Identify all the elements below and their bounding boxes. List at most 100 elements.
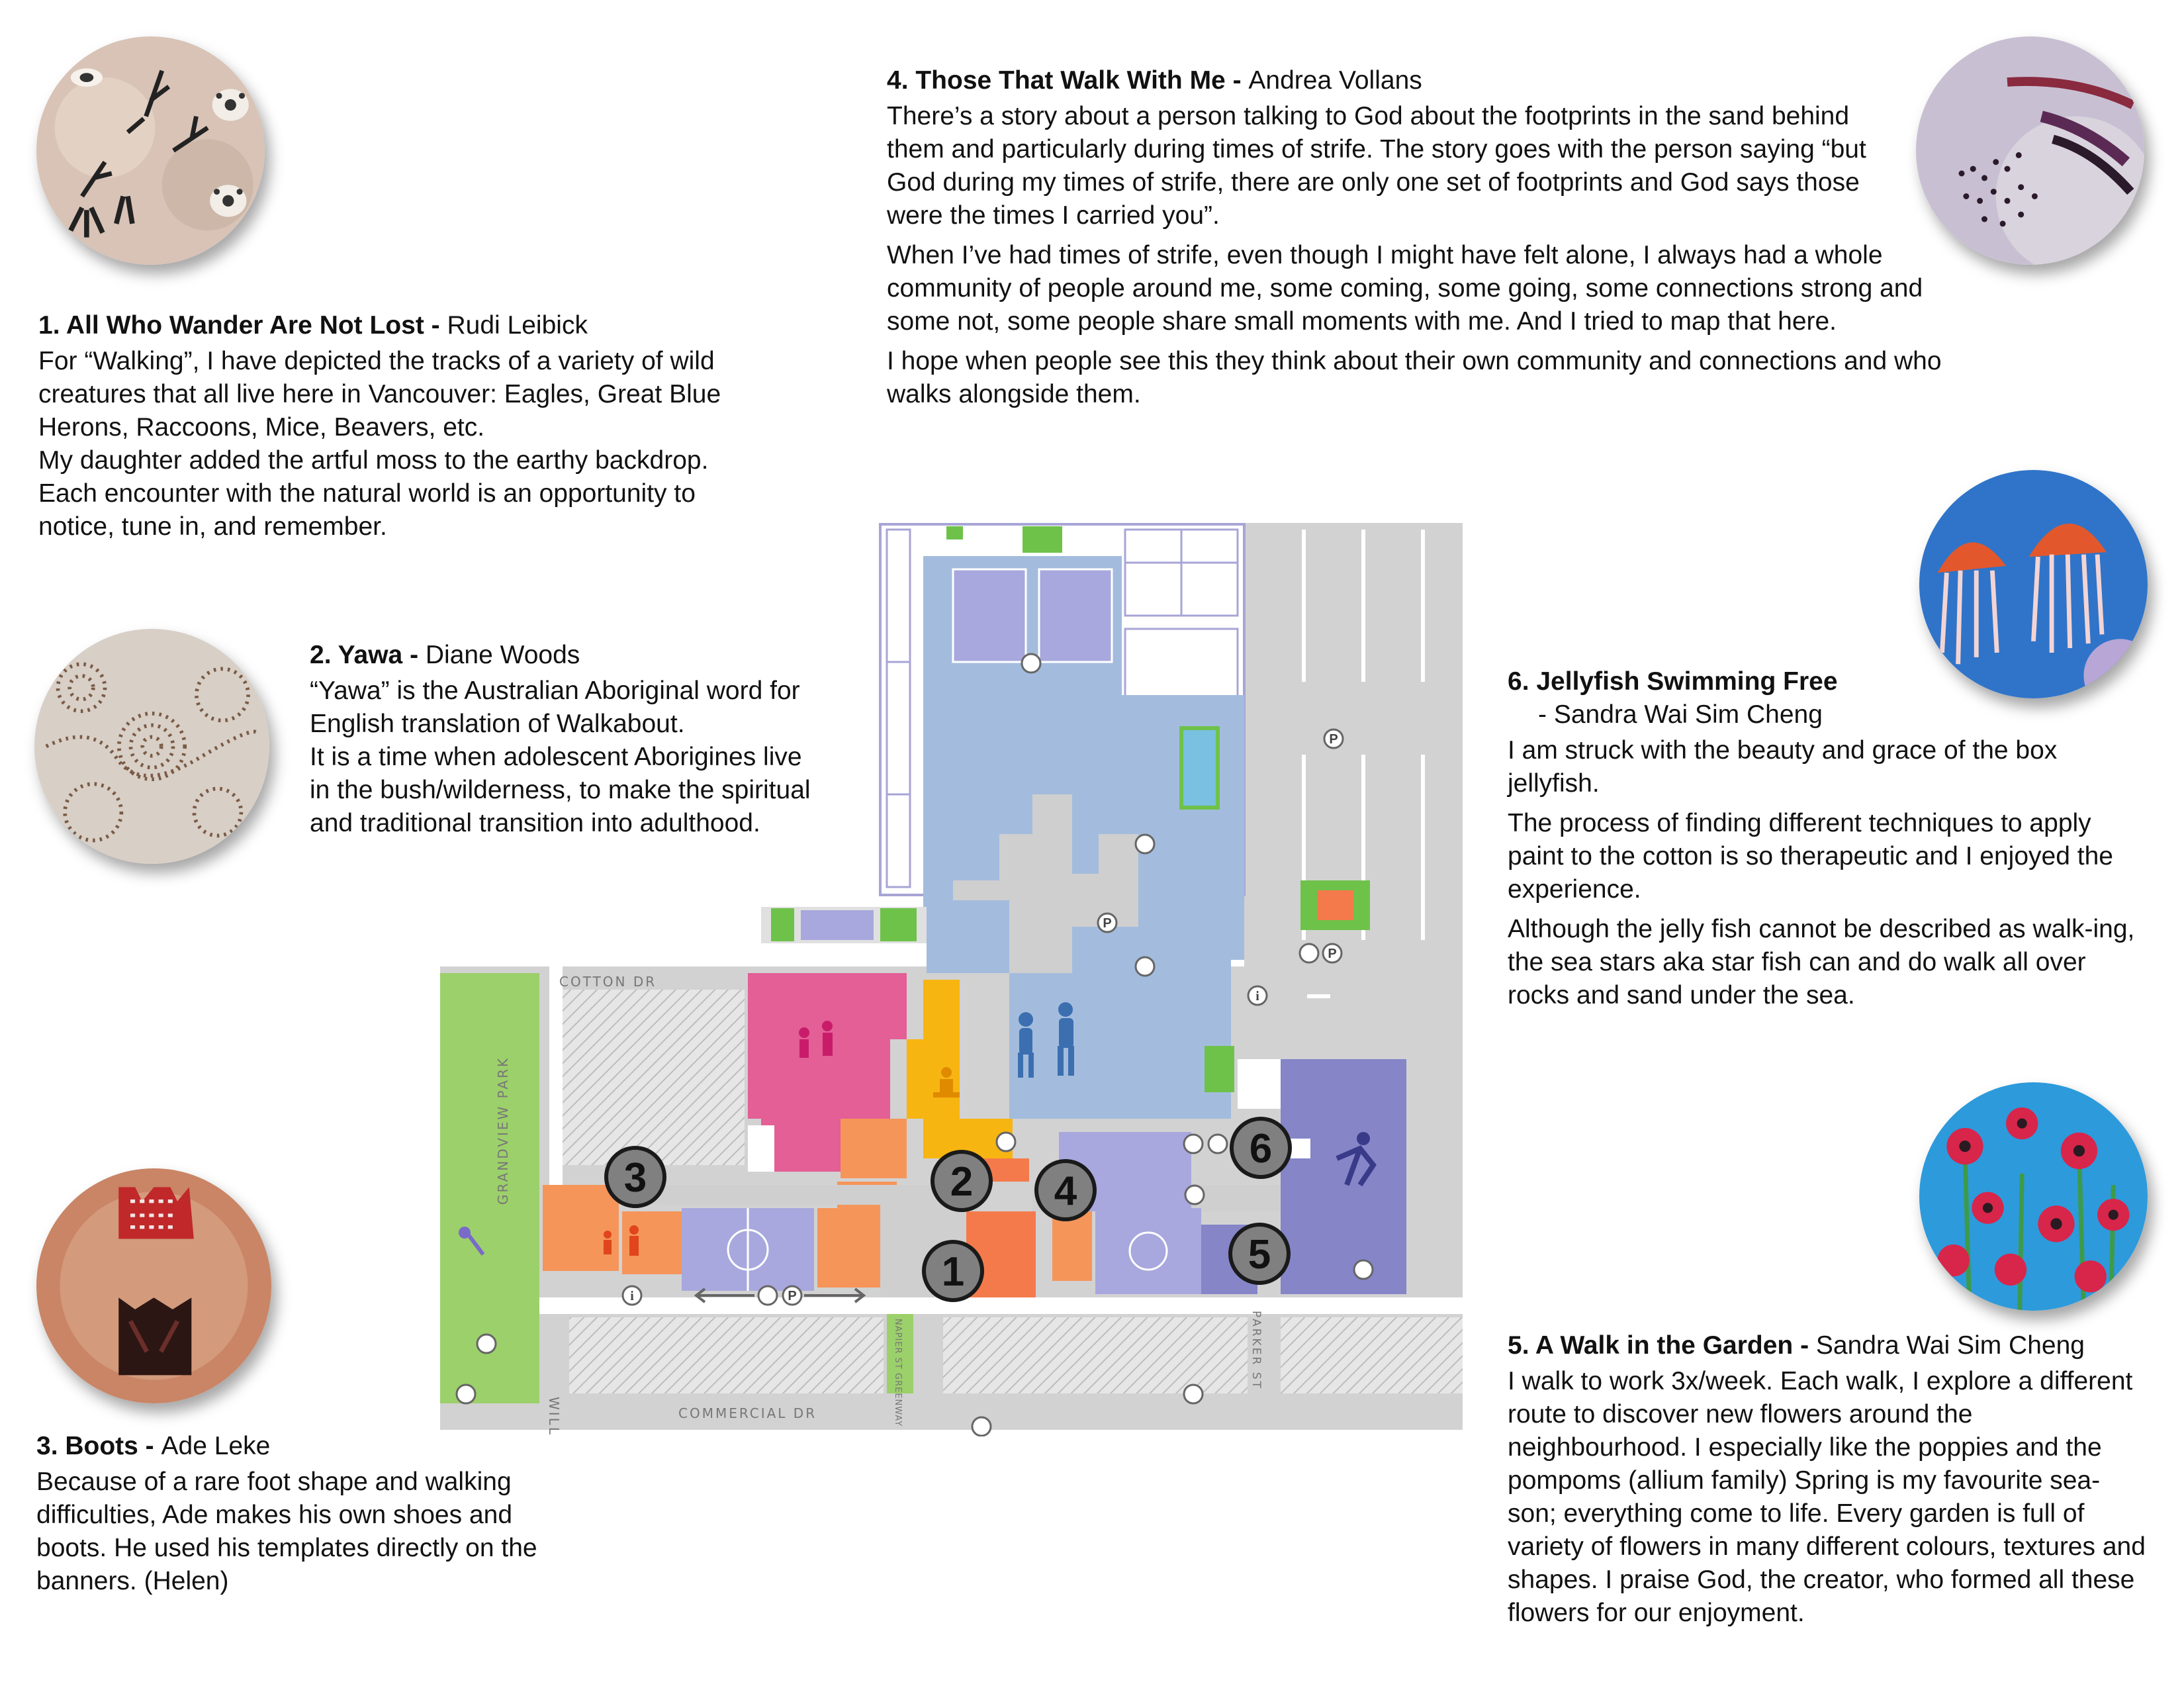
svg-text:6: 6 — [1250, 1126, 1272, 1172]
washroom-icon — [1184, 1184, 1205, 1205]
artwork-5-artist: Sandra Wai Sim Cheng — [1815, 1331, 2085, 1360]
washroom-icon — [995, 1131, 1017, 1152]
hatched-area — [943, 1317, 1248, 1393]
artwork-6-paragraph: Although the jelly fish cannot be descri… — [1508, 915, 2135, 1009]
accessible-icon — [1298, 943, 1320, 964]
artwork-4-title: 4. Those That Walk With Me - Andrea Voll… — [887, 64, 1946, 97]
artwork-marker-4[interactable]: 4 — [1034, 1159, 1097, 1221]
artwork-6-title: 6. Jellyfish Swimming Free — [1508, 665, 2143, 698]
bus-stop-icon — [455, 1383, 477, 1405]
artwork-marker-2[interactable]: 2 — [931, 1150, 993, 1212]
washroom-icon — [1134, 833, 1156, 855]
footprints-artwork-thumbnail — [1916, 36, 2144, 265]
animal-tracks-artwork-thumbnail — [36, 36, 265, 265]
svg-text:P: P — [1329, 732, 1338, 747]
jellyfish-artwork-thumbnail — [1919, 470, 2148, 698]
street-label-grandview-park: GRANDVIEW PARK — [495, 1056, 511, 1205]
washroom-icon — [1207, 1133, 1228, 1154]
washroom-icon — [1353, 1259, 1374, 1280]
artwork-1-paragraph: For “Walking”, I have depicted the track… — [38, 347, 721, 442]
accessible-icon — [757, 1285, 778, 1306]
skater-icon — [1336, 1132, 1377, 1187]
bus-stop-icon — [971, 1416, 992, 1436]
svg-text:i: i — [1255, 989, 1259, 1004]
artwork-4-paragraph: There’s a story about a person talking t… — [887, 102, 1866, 230]
artwork-4-artist: Andrea Vollans — [1248, 66, 1422, 95]
artwork-5-paragraph: I walk to work 3x/week. Each walk, I exp… — [1508, 1367, 2146, 1627]
street-label-commercial-dr: COMMERCIAL DR — [678, 1405, 817, 1421]
svg-text:i: i — [630, 1289, 634, 1303]
artwork-marker-5[interactable]: 5 — [1228, 1223, 1291, 1285]
svg-text:P: P — [788, 1289, 796, 1303]
artwork-5-name: 5. A Walk in the Garden - — [1508, 1331, 1816, 1360]
artwork-4-description: 4. Those That Walk With Me - Andrea Voll… — [887, 64, 1946, 418]
svg-text:3: 3 — [624, 1155, 647, 1201]
artwork-4-paragraph: When I’ve had times of strife, even thou… — [887, 241, 1923, 336]
artwork-6-description: 6. Jellyfish Swimming Free - Sandra Wai … — [1508, 665, 2143, 1019]
artwork-2-paragraph: “Yawa” is the Australian Aboriginal word… — [310, 677, 800, 738]
artwork-6-paragraph: I am struck with the beauty and grace of… — [1508, 736, 2058, 798]
artwork-3-artist: Ade Leke — [161, 1432, 271, 1460]
aboriginal-dot-artwork-thumbnail — [34, 629, 269, 864]
hatched-area — [569, 1317, 884, 1393]
bus-stop-icon — [1183, 1383, 1204, 1405]
artwork-2-description: 2. Yawa - Diane Woods “Yawa” is the Aust… — [310, 639, 813, 847]
artwork-1-name: 1. All Who Wander Are Not Lost - — [38, 311, 447, 340]
washroom-icon — [1134, 956, 1156, 977]
elevator-icon — [1183, 1133, 1204, 1154]
hatched-area — [1281, 1317, 1463, 1393]
poppies-artwork-thumbnail — [1919, 1082, 2148, 1311]
artwork-6-artist: - Sandra Wai Sim Cheng — [1538, 700, 1823, 729]
grandview-park — [440, 973, 539, 1403]
artwork-marker-1[interactable]: 1 — [922, 1240, 984, 1302]
parking-icon: P — [1322, 943, 1343, 964]
blue-building — [923, 556, 1244, 1119]
street-label-parker-st: PARKER ST — [1250, 1311, 1263, 1390]
court-outlines — [886, 528, 1239, 888]
boots-artwork-thumbnail — [36, 1168, 271, 1403]
artwork-5-title: 5. A Walk in the Garden - Sandra Wai Sim… — [1508, 1329, 2146, 1362]
street-label-cotton-dr: COTTON DR — [559, 974, 657, 990]
svg-text:4: 4 — [1054, 1168, 1077, 1214]
washroom-icon — [476, 1333, 497, 1354]
artwork-4-name: 4. Those That Walk With Me - — [887, 66, 1249, 95]
hiking-people-icon — [799, 1021, 833, 1058]
artwork-2-paragraph: It is a time when adolescent Aborigines … — [310, 743, 811, 837]
artwork-6-name: 6. Jellyfish Swimming Free — [1508, 667, 1838, 696]
artwork-4-paragraph: I hope when people see this they think a… — [887, 347, 1942, 408]
hatched-area — [559, 990, 745, 1165]
svg-text:5: 5 — [1248, 1232, 1271, 1278]
artwork-3-title: 3. Boots - Ade Leke — [36, 1430, 553, 1463]
artwork-1-artist: Rudi Leibick — [447, 311, 588, 340]
artwork-1-title: 1. All Who Wander Are Not Lost - Rudi Le… — [38, 309, 740, 342]
site-map: COTTON DR COMMERCIAL DR GRANDVIEW PARK W… — [440, 523, 1466, 1436]
artwork-2-artist: Diane Woods — [425, 641, 580, 669]
svg-text:P: P — [1103, 916, 1111, 931]
parking-icon: P — [1097, 912, 1118, 933]
street-label-william-st: WILLIAM ST — [546, 1397, 562, 1436]
artwork-marker-3[interactable]: 3 — [604, 1146, 666, 1208]
svg-text:2: 2 — [950, 1159, 973, 1205]
artwork-5-description: 5. A Walk in the Garden - Sandra Wai Sim… — [1508, 1329, 2146, 1636]
artwork-3-name: 3. Boots - — [36, 1432, 161, 1460]
parking-icon: P — [782, 1285, 803, 1306]
washroom-icon — [1021, 653, 1042, 674]
svg-text:P: P — [1328, 947, 1336, 961]
artwork-1-paragraph: My daughter added the artful moss to the… — [38, 446, 709, 541]
artwork-3-description: 3. Boots - Ade Leke Because of a rare fo… — [36, 1430, 553, 1605]
artwork-marker-6[interactable]: 6 — [1230, 1117, 1292, 1179]
svg-text:1: 1 — [942, 1249, 964, 1295]
map-symbols: P P P P i i — [455, 653, 1374, 1436]
ice-rink — [1281, 1059, 1406, 1294]
walking-people-icon — [1018, 1002, 1074, 1078]
artwork-3-paragraph: Because of a rare foot shape and walking… — [36, 1468, 537, 1595]
meditation-icon — [933, 1067, 960, 1098]
pink-building — [748, 973, 907, 1172]
info-icon: i — [1247, 985, 1268, 1006]
family-icon — [604, 1225, 639, 1256]
swing-icon — [459, 1227, 485, 1256]
street-label-napier-st-greenway: NAPIER ST GREENWAY — [893, 1319, 903, 1427]
site-map-svg: COTTON DR COMMERCIAL DR GRANDVIEW PARK W… — [440, 523, 1463, 1436]
yellow-room — [923, 980, 1013, 1158]
artwork-6-paragraph: The process of finding different techniq… — [1508, 809, 2113, 904]
